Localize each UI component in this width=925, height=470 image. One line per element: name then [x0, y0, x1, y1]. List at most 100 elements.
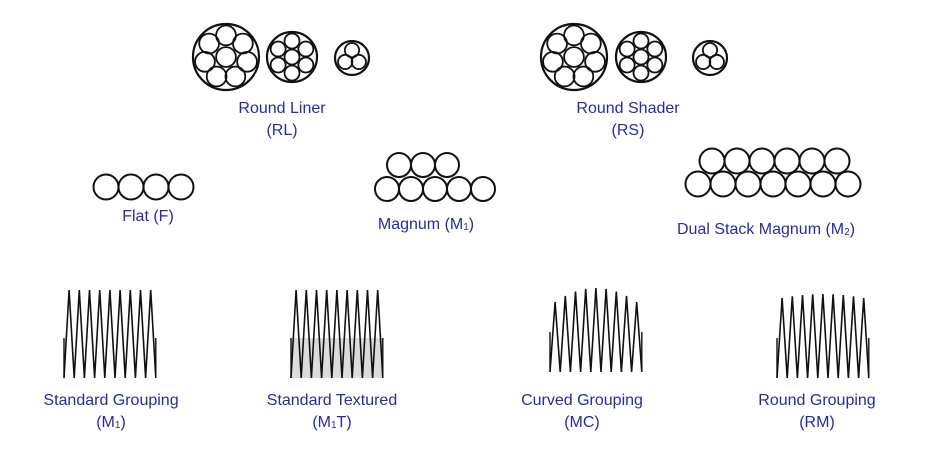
- needle-circle: [734, 170, 762, 198]
- round-shader-medium-icon: [614, 30, 668, 84]
- round-grouping-name: Round Grouping: [758, 392, 876, 409]
- standard-grouping-icon: [63, 289, 157, 379]
- round-liner-large-icon: [191, 22, 261, 92]
- needle-circle: [374, 176, 400, 202]
- needle-circle: [333, 39, 371, 77]
- label-standard-grouping: Standard Grouping (M1): [43, 390, 178, 437]
- needle-circle: [398, 176, 424, 202]
- label-curved-grouping: Curved Grouping (MC): [521, 390, 643, 434]
- needle-circle: [584, 51, 606, 73]
- needle-circle: [701, 42, 719, 59]
- needle-circle: [142, 173, 170, 201]
- needle-circle: [698, 147, 726, 175]
- needle-circle: [191, 22, 261, 92]
- needle-circle: [646, 56, 664, 74]
- label-round-grouping: Round Grouping (RM): [758, 390, 875, 434]
- round-shader-code: (RS): [611, 122, 645, 139]
- needle-circle: [434, 152, 460, 178]
- needle-circle: [232, 32, 254, 55]
- needle-circle: [410, 152, 436, 178]
- needle-circle: [546, 32, 568, 55]
- needle-circle: [283, 64, 301, 82]
- needle-circle: [283, 32, 301, 50]
- needle-circle: [542, 51, 564, 73]
- needle-circle: [350, 53, 367, 70]
- curved-grouping-name: Curved Grouping: [521, 392, 643, 409]
- curved-grouping-icon: [549, 287, 643, 373]
- magnum-configuration-icon: [374, 152, 496, 202]
- needle-circle: [224, 65, 247, 88]
- needle-circle: [618, 40, 636, 58]
- needle-circle: [343, 42, 361, 59]
- needle-circle: [632, 48, 650, 66]
- dual-stack-magnum-name: Dual Stack Magnum (M2): [676, 221, 856, 238]
- needle-circle: [823, 147, 851, 175]
- needle-circle: [773, 147, 801, 175]
- flat-name: Flat (F): [122, 208, 174, 225]
- needle-circle: [283, 48, 301, 66]
- needle-circle: [117, 173, 145, 201]
- needle-circle: [337, 53, 354, 70]
- needle-circle: [236, 51, 258, 73]
- round-liner-code: (RL): [266, 122, 298, 139]
- needle-circle: [422, 176, 448, 202]
- needle-circle: [446, 176, 472, 202]
- standard-grouping-name: Standard Grouping: [43, 392, 179, 409]
- needle-circle: [539, 22, 609, 92]
- needle-circle: [580, 32, 602, 55]
- label-magnum: Magnum (M1): [378, 214, 474, 239]
- label-dual-stack-magnum: Dual Stack Magnum (M2): [677, 219, 855, 244]
- needle-circle: [167, 173, 195, 201]
- round-liner-name: Round Liner: [238, 100, 326, 117]
- needle-circle: [194, 51, 216, 73]
- needle-circle: [572, 65, 595, 88]
- round-shader-small-icon: [691, 39, 729, 77]
- round-liner-small-icon: [333, 39, 371, 77]
- needle-circle: [723, 147, 751, 175]
- magnum-name: Magnum (M1): [377, 216, 475, 233]
- needle-circle: [563, 46, 585, 68]
- needle-circle: [691, 39, 729, 77]
- needle-circle: [646, 40, 664, 58]
- standard-textured-name: Standard Textured: [266, 392, 398, 409]
- standard-textured-icon: [290, 289, 384, 379]
- needle-circle: [269, 56, 287, 74]
- needle-circle: [784, 170, 812, 198]
- needle-circle: [470, 176, 496, 202]
- needle-circle: [834, 170, 862, 198]
- needle-circle: [798, 147, 826, 175]
- round-grouping-icon: [776, 293, 870, 379]
- needle-circle: [695, 53, 712, 70]
- round-liner-medium-icon: [265, 30, 319, 84]
- needle-circle: [709, 170, 737, 198]
- label-round-liner: Round Liner (RL): [238, 98, 325, 142]
- needle-circle: [198, 32, 220, 55]
- round-shader-name: Round Shader: [576, 100, 680, 117]
- needle-circle: [618, 56, 636, 74]
- curved-grouping-code: (MC): [564, 414, 600, 431]
- needle-circle: [553, 65, 576, 88]
- label-flat: Flat (F): [122, 206, 174, 228]
- needle-circle: [632, 32, 650, 50]
- round-grouping-code: (RM): [799, 414, 835, 431]
- needle-circle: [92, 173, 120, 201]
- flat-configuration-icon: [92, 173, 195, 201]
- needle-circle: [748, 147, 776, 175]
- needle-circle: [386, 152, 412, 178]
- needle-circle: [297, 56, 315, 74]
- round-shader-large-icon: [539, 22, 609, 92]
- needle-zigzag: [290, 289, 384, 379]
- needle-circle: [205, 65, 228, 88]
- standard-grouping-code: (M1): [96, 414, 126, 431]
- texture-shading: [291, 338, 383, 378]
- needle-circle: [759, 170, 787, 198]
- label-round-shader: Round Shader (RS): [576, 98, 679, 142]
- standard-textured-code: (M1T): [312, 414, 352, 431]
- needle-zigzag: [776, 293, 870, 379]
- needle-zigzag: [549, 287, 643, 373]
- needle-circle: [809, 170, 837, 198]
- needle-circle: [708, 53, 725, 70]
- needle-circle: [269, 40, 287, 58]
- needle-circle: [297, 40, 315, 58]
